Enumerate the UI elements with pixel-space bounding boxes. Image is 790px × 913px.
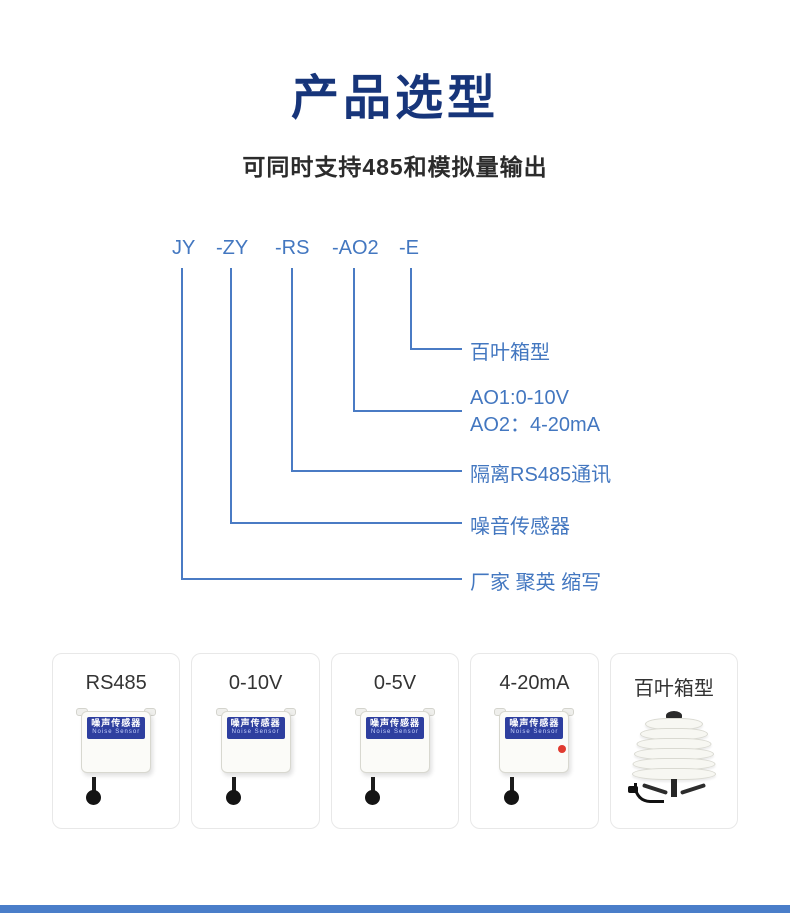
indicator-dot xyxy=(558,745,567,753)
microphone-stem xyxy=(371,777,376,791)
model-code-part-ao2: -AO2 xyxy=(332,237,379,259)
code-label-rs485: 隔离RS485通讯 xyxy=(470,464,612,486)
product-card-0-5v: 0-5V 噪声传感器 Noise Sensor xyxy=(330,653,460,829)
sensor-label-cn: 噪声传感器 xyxy=(91,718,142,728)
louver-pole xyxy=(670,779,677,797)
sensor-body: 噪声传感器 Noise Sensor xyxy=(360,711,431,773)
noise-sensor-image: 噪声传感器 Noise Sensor xyxy=(486,701,582,805)
sensor-label-en: Noise Sensor xyxy=(510,729,559,735)
product-card-0-10v: 0-10V 噪声传感器 Noise Sensor xyxy=(191,653,320,829)
code-label-manufacturer: 厂家 聚英 缩写 xyxy=(470,572,602,594)
connector-line-zy xyxy=(230,268,462,524)
microphone-stem xyxy=(92,777,97,791)
product-card-4-20ma: 4-20mA 噪声传感器 Noise Sensor xyxy=(470,653,599,829)
model-code-part-rs: -RS xyxy=(275,237,310,259)
sensor-body: 噪声传感器 Noise Sensor xyxy=(81,711,152,773)
sensor-label-band: 噪声传感器 Noise Sensor xyxy=(366,717,425,739)
louver-cap xyxy=(665,711,682,720)
code-label-louver-type: 百叶箱型 xyxy=(470,342,550,364)
cable-plug xyxy=(627,786,638,793)
connector-line-ao2 xyxy=(353,268,462,412)
product-card-row: RS485 噪声传感器 Noise Sensor 0-10V xyxy=(52,653,739,829)
microphone-icon xyxy=(365,790,381,805)
microphone-icon xyxy=(504,790,520,805)
footer-accent-bar xyxy=(0,905,790,913)
connector-line-rs xyxy=(291,268,462,472)
product-card-rs485: RS485 噪声传感器 Noise Sensor xyxy=(52,653,181,829)
product-card-label: 4-20mA xyxy=(499,672,570,694)
noise-sensor-image: 噪声传感器 Noise Sensor xyxy=(68,701,164,805)
code-label-ao2: AO2：4-20mA xyxy=(470,414,601,436)
product-card-louver: 百叶箱型 xyxy=(609,653,739,829)
sensor-body: 噪声传感器 Noise Sensor xyxy=(220,711,291,773)
microphone-icon xyxy=(225,790,241,805)
sensor-label-cn: 噪声传感器 xyxy=(230,718,281,728)
model-code-part-zy: -ZY xyxy=(216,237,249,259)
sensor-label-band: 噪声传感器 Noise Sensor xyxy=(87,717,146,739)
model-code-part-e: -E xyxy=(399,237,419,259)
code-label-noise-sensor: 噪音传感器 xyxy=(470,516,570,538)
sensor-label-band: 噪声传感器 Noise Sensor xyxy=(226,717,285,739)
sensor-label-cn: 噪声传感器 xyxy=(370,718,421,728)
cable xyxy=(633,783,664,803)
microphone-stem xyxy=(510,777,515,791)
sensor-body: 噪声传感器 Noise Sensor xyxy=(499,711,570,773)
louver-shield-image xyxy=(624,707,724,811)
sensor-label-band: 噪声传感器 Noise Sensor xyxy=(505,717,564,739)
louver-leg xyxy=(679,783,706,795)
sensor-label-en: Noise Sensor xyxy=(371,729,420,735)
noise-sensor-image: 噪声传感器 Noise Sensor xyxy=(347,701,443,805)
code-label-analog-output: AO1:0-10V AO2：4-20mA xyxy=(470,385,600,439)
product-card-label: 百叶箱型 xyxy=(633,678,714,700)
model-code-part-jy: JY xyxy=(172,237,196,259)
product-card-label: 0-5V xyxy=(373,672,417,694)
connector-line-jy xyxy=(181,268,462,580)
sensor-label-cn: 噪声传感器 xyxy=(509,718,560,728)
product-card-label: 0-10V xyxy=(228,672,283,694)
product-card-label: RS485 xyxy=(85,672,147,694)
sensor-label-en: Noise Sensor xyxy=(92,729,141,735)
connector-line-e xyxy=(410,268,462,350)
page-title: 产品选型 xyxy=(290,72,499,125)
page-subtitle: 可同时支持485和模拟量输出 xyxy=(242,154,548,180)
sensor-label-en: Noise Sensor xyxy=(231,729,280,735)
microphone-stem xyxy=(231,777,236,791)
microphone-icon xyxy=(86,790,102,805)
noise-sensor-image: 噪声传感器 Noise Sensor xyxy=(208,701,304,805)
code-label-ao1: AO1:0-10V xyxy=(470,387,569,409)
